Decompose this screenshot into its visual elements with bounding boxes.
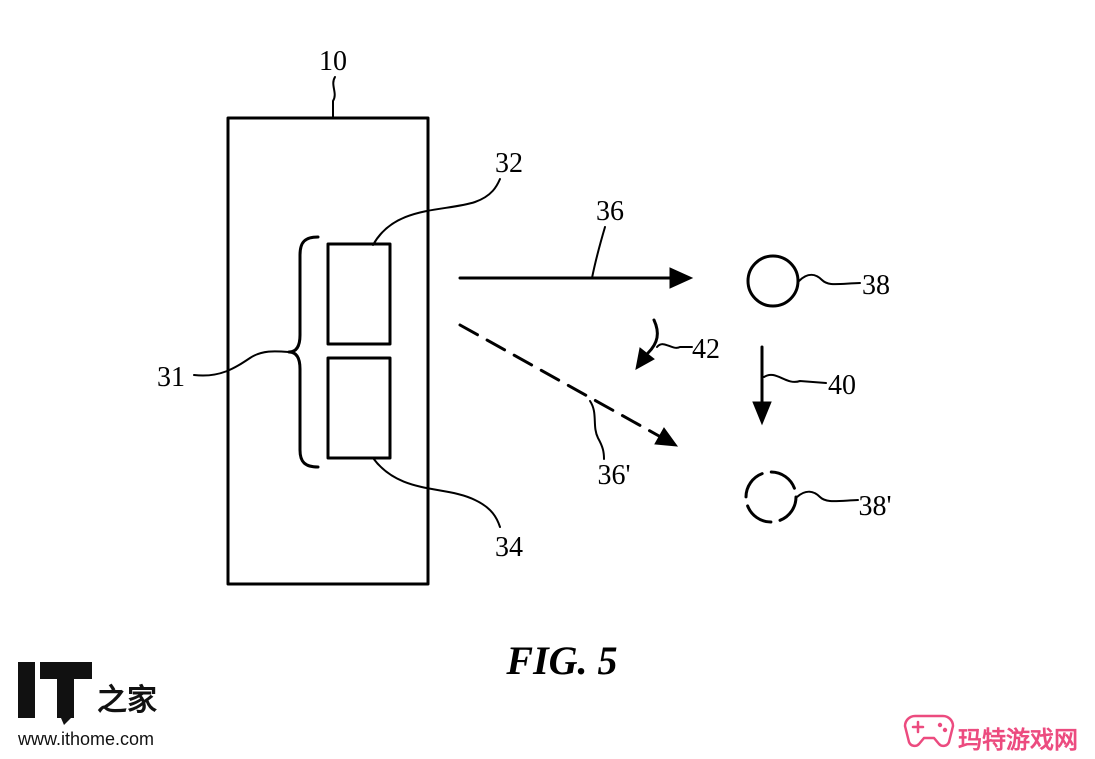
leader-line-10 — [332, 76, 336, 119]
shifted-beam-arrowhead — [654, 427, 679, 447]
label-42: 42 — [692, 334, 720, 365]
label-31: 31 — [157, 362, 185, 393]
watermark: 玛特游戏网 — [903, 714, 1078, 754]
gamepad-icon-outline — [903, 714, 955, 748]
beam-motion-group: 42 — [635, 318, 720, 370]
logo-name-text: 之家 — [97, 683, 157, 718]
gamepad-icon-button-2 — [942, 727, 948, 733]
target-motion-arrowhead — [752, 401, 772, 426]
logo-letter-t-bar — [40, 662, 92, 679]
beam-motion-curved-arrow — [646, 318, 659, 355]
leader-line-42 — [656, 343, 693, 349]
label-32: 32 — [495, 148, 523, 179]
label-36-prime: 36' — [597, 460, 630, 491]
label-34: 34 — [495, 532, 523, 563]
leader-line-38-prime — [796, 490, 859, 503]
leader-line-40 — [763, 373, 827, 384]
array-brace — [287, 235, 320, 469]
shifted-beam-dashed-line — [458, 323, 661, 438]
target-circle — [746, 254, 800, 308]
it-logo-mark — [18, 662, 92, 725]
target-motion-group: 40 — [752, 345, 856, 426]
label-10: 10 — [319, 46, 347, 77]
logo-bubble-tail — [61, 718, 71, 725]
device-group: 10 — [226, 46, 430, 586]
logo-letter-t-stem — [57, 679, 74, 718]
leader-line-32 — [372, 178, 501, 246]
figure-caption: FIG. 5 — [505, 638, 617, 683]
target-group: 38 — [746, 254, 890, 308]
ithome-logo: 之家 www.ithome.com — [17, 662, 157, 749]
element-array-group: 31 32 34 — [157, 148, 523, 563]
label-38: 38 — [862, 270, 890, 301]
logo-letter-i — [18, 662, 35, 718]
logo-url-text: www.ithome.com — [17, 729, 154, 749]
shifted-target-group: 38' — [744, 470, 892, 524]
shifted-target-dashed-circle — [744, 470, 798, 524]
element-upper-box — [326, 242, 392, 346]
watermark-text: 玛特游戏网 — [958, 726, 1078, 754]
shifted-beam-group: 36' — [458, 323, 679, 491]
element-lower-box — [326, 356, 392, 460]
device-body — [226, 116, 430, 586]
leader-line-36-prime — [589, 400, 605, 460]
label-36: 36 — [596, 196, 624, 227]
leader-line-38 — [798, 273, 861, 286]
beam-arrowhead — [669, 267, 694, 289]
gamepad-icon-button — [937, 722, 943, 728]
label-38-prime: 38' — [858, 491, 891, 522]
leader-line-36 — [591, 226, 606, 279]
leader-line-34 — [372, 457, 501, 528]
leader-line-31 — [193, 350, 290, 377]
beam-group: 36 — [458, 196, 694, 289]
gamepad-icon-dpad — [911, 720, 925, 734]
label-40: 40 — [828, 370, 856, 401]
beam-motion-arrowhead — [635, 347, 655, 370]
gamepad-icon — [903, 714, 955, 748]
